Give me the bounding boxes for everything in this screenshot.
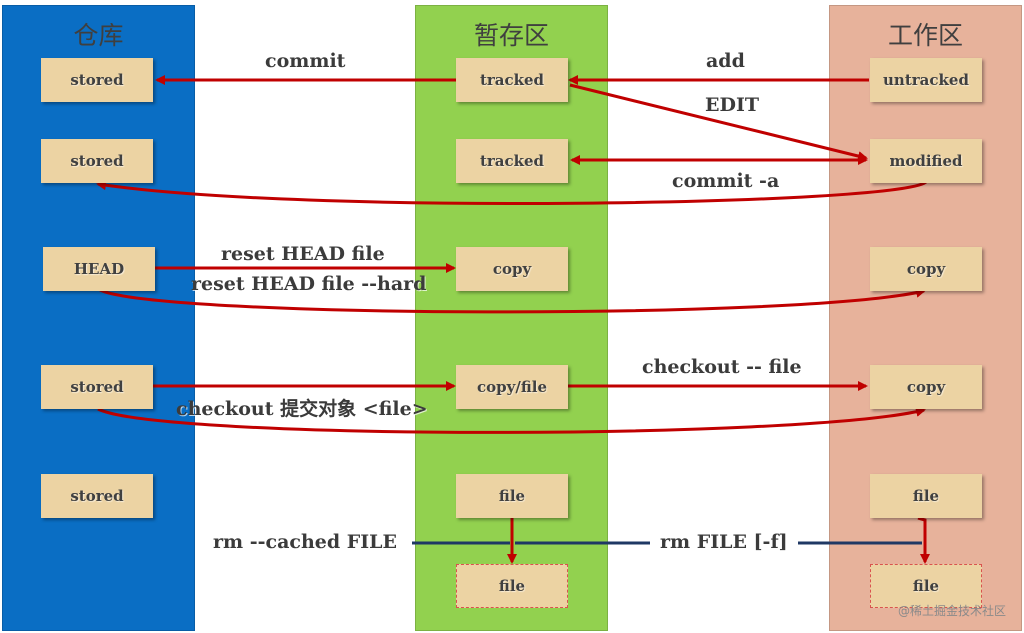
repo-head-box: HEAD	[43, 247, 155, 291]
working-title: 工作区	[887, 21, 963, 50]
label-rm-file: rm FILE [-f]	[660, 531, 788, 553]
arrow-checkout-obj	[97, 407, 926, 434]
stage-copy-box: copy	[456, 247, 568, 291]
work-file-box-2: file	[870, 564, 982, 608]
watermark: @稀土掘金技术社区	[897, 604, 1006, 618]
arrow-edit	[569, 83, 868, 161]
label-rm-cached: rm --cached FILE	[213, 531, 397, 553]
label-commit: commit	[265, 50, 346, 72]
repository-column: 仓库	[2, 5, 195, 631]
staging-title: 暂存区	[473, 21, 549, 50]
repo-stored-box-2: stored	[41, 139, 153, 183]
work-copy-box-1: copy	[870, 247, 982, 291]
label-reset-head: reset HEAD file	[221, 243, 385, 265]
label-commit-a: commit -a	[672, 170, 780, 192]
label-edit: EDIT	[705, 94, 759, 116]
stage-tracked-box-2: tracked	[456, 139, 568, 183]
repository-title: 仓库	[73, 21, 124, 50]
stage-copy-file-box: copy/file	[456, 365, 568, 409]
label-checkout-file: checkout -- file	[642, 356, 802, 378]
work-copy-box-2: copy	[870, 365, 982, 409]
label-add: add	[706, 50, 745, 72]
stage-tracked-box-1: tracked	[456, 58, 568, 102]
repo-stored-box-4: stored	[41, 474, 153, 518]
work-file-box-1: file	[870, 474, 982, 518]
arrow-reset-hard	[99, 287, 926, 314]
arrow-work-file-down	[917, 516, 930, 564]
arrow-commit-a	[96, 180, 927, 205]
label-checkout-commit: checkout 提交对象 <file>	[176, 398, 428, 420]
repo-stored-box-1: stored	[41, 58, 153, 102]
work-modified-box: modified	[870, 139, 982, 183]
stage-file-box-2: file	[456, 564, 568, 608]
label-reset-hard: reset HEAD file --hard	[191, 273, 427, 295]
repo-stored-box-3: stored	[41, 365, 153, 409]
stage-file-box-1: file	[456, 474, 568, 518]
work-untracked-box: untracked	[870, 58, 982, 102]
